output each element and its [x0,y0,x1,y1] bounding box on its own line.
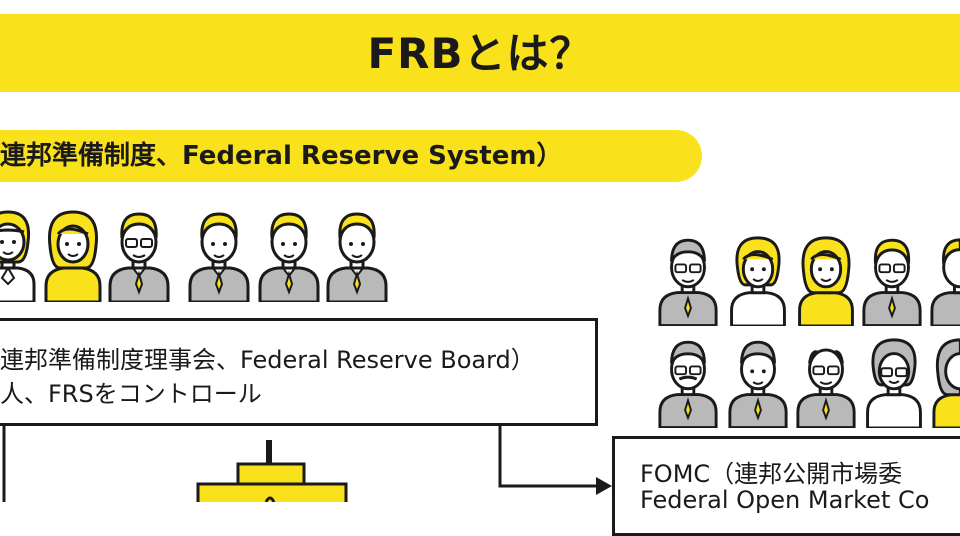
board-description: 人、FRSをコントロール [0,380,262,408]
building-icon [196,440,348,502]
board-member-6 [326,212,388,302]
fomc-member-7 [728,340,788,428]
fomc-subtitle: Federal Open Market Co [640,486,930,514]
board-member-5 [258,212,320,302]
system-label: 連邦準備制度、Federal Reserve System） [0,141,563,171]
board-to-fomc-connector [498,426,596,488]
fomc-title: FOMC（連邦公開市場委 [640,460,903,488]
fomc-member-5 [930,238,960,326]
diagram-connectors [2,426,612,502]
fomc-member-1 [658,238,718,326]
fomc-member-10 [932,338,960,428]
page-title: FRBとは？ [367,29,593,78]
fomc-member-3 [798,236,854,326]
title-banner [0,14,960,92]
fomc-member-4 [862,238,922,326]
board-member-1 [0,210,36,302]
board-title: 連邦準備制度理事会、Federal Reserve Board） [0,346,535,374]
fomc-member-9 [866,338,922,428]
arrow-head-icon [596,477,612,495]
board-box [0,318,598,426]
fomc-member-6 [658,340,718,428]
fomc-member-8 [796,348,856,428]
system-label-pill [0,130,702,182]
board-member-2 [44,210,102,302]
board-member-4 [188,212,250,302]
fomc-member-2 [730,236,786,326]
board-member-3 [108,212,170,302]
